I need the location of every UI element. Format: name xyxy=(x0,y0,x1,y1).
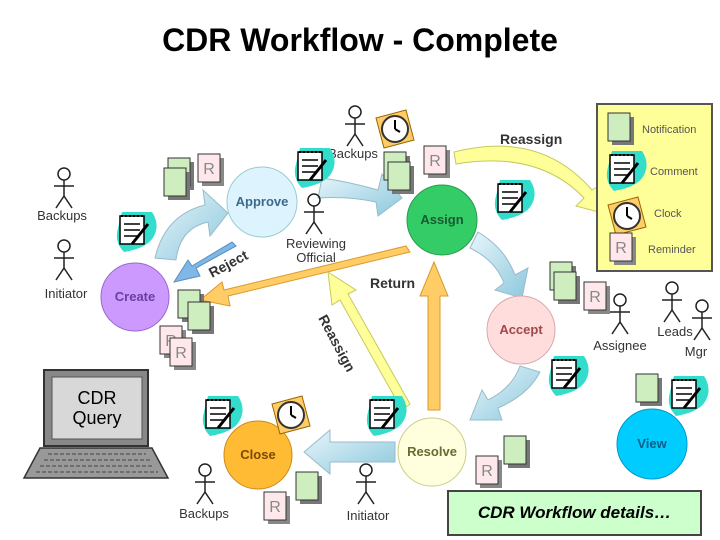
label-reject: Reject xyxy=(206,247,251,281)
reminder-letter: R xyxy=(589,289,601,306)
comment-icon xyxy=(667,374,711,418)
notification-icon xyxy=(387,161,415,195)
reminder-letter: R xyxy=(203,161,215,178)
person-assignee: Assignee xyxy=(593,338,646,353)
legend-clock: Clock xyxy=(654,208,682,220)
node-resolve-label: Resolve xyxy=(407,444,457,459)
person-backups-bottom: Backups xyxy=(179,506,229,521)
comment-icon xyxy=(493,178,537,222)
node-view-label: View xyxy=(637,436,667,451)
person-initiator-left: Initiator xyxy=(45,286,88,301)
clock-icon xyxy=(375,109,415,149)
node-view[interactable] xyxy=(616,408,688,480)
comment-icon xyxy=(547,354,591,398)
notification-icon xyxy=(295,471,323,505)
page-title: CDR Workflow - Complete xyxy=(162,22,558,58)
person-icon xyxy=(53,239,75,281)
reminder-letter: R xyxy=(481,463,493,480)
node-close-label: Close xyxy=(240,447,275,462)
notification-icon xyxy=(635,373,663,407)
legend-reminder: Reminder xyxy=(648,244,696,256)
label-reassign-top: Reassign xyxy=(500,131,562,147)
node-accept[interactable] xyxy=(486,295,556,365)
arrow-assign-accept xyxy=(469,231,529,299)
clock-icon xyxy=(607,196,647,236)
arrow-reject xyxy=(172,241,237,283)
node-assign[interactable] xyxy=(406,184,478,256)
arrow-approve-assign xyxy=(317,172,403,217)
node-accept-label: Accept xyxy=(499,322,543,337)
node-create[interactable] xyxy=(100,262,170,332)
cdr-query-laptop[interactable] xyxy=(22,369,170,479)
person-reviewing-line2: Official xyxy=(296,250,336,265)
person-icon xyxy=(53,167,75,209)
cdr-query-screen[interactable]: CDR Query xyxy=(52,377,142,439)
reminder-letter: R xyxy=(269,499,281,516)
person-backups-left: Backups xyxy=(37,208,87,223)
comment-icon xyxy=(115,210,159,254)
node-resolve[interactable] xyxy=(397,417,467,487)
reminder-letter: R xyxy=(429,153,441,170)
person-reviewing-line1: Reviewing xyxy=(286,236,346,251)
arrow-accept-resolve xyxy=(469,365,541,421)
notification-icon xyxy=(163,167,191,201)
notification-icon xyxy=(187,301,215,335)
comment-icon xyxy=(605,149,649,193)
node-assign-label: Assign xyxy=(420,212,463,227)
person-icon xyxy=(194,463,216,505)
person-icon xyxy=(303,193,325,235)
notification-icon xyxy=(503,435,531,469)
notification-icon xyxy=(553,271,581,305)
node-approve-label: Approve xyxy=(236,194,289,209)
node-approve[interactable] xyxy=(226,166,298,238)
node-create-label: Create xyxy=(115,289,155,304)
legend-notification: Notification xyxy=(642,124,696,136)
legend-box: R Notification Comment Clock Reminder xyxy=(596,103,713,272)
arrow-reassign-diag xyxy=(327,271,411,411)
person-backups-top: Backups xyxy=(328,146,378,161)
person-icon xyxy=(609,293,631,335)
node-close[interactable] xyxy=(223,420,293,490)
person-initiator-bottom: Initiator xyxy=(347,508,390,523)
arrow-resolve-close xyxy=(303,428,396,476)
notification-icon xyxy=(607,112,635,146)
label-return: Return xyxy=(370,275,415,291)
person-icon xyxy=(344,105,366,147)
reminder-letter: R xyxy=(175,345,187,362)
arrow-create-approve xyxy=(154,188,229,261)
arrow-return xyxy=(198,245,411,307)
person-icon xyxy=(355,463,377,505)
person-mgr: Mgr xyxy=(685,344,708,359)
reminder-letter: R xyxy=(615,240,627,257)
comment-icon xyxy=(365,394,409,438)
arrow-resolve-assign xyxy=(419,260,449,411)
cdr-workflow-details-button[interactable]: CDR Workflow details… xyxy=(447,490,702,536)
cdr-query-line2: Query xyxy=(72,408,122,428)
person-icon xyxy=(691,299,713,341)
cdr-query-line1: CDR xyxy=(77,388,117,408)
person-leads: Leads xyxy=(657,324,693,339)
legend-comment: Comment xyxy=(650,166,698,178)
person-icon xyxy=(661,281,683,323)
